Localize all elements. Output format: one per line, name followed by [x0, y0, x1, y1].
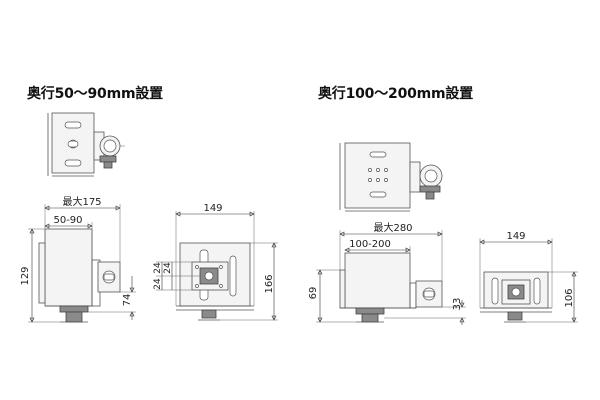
dim-129: 129 [20, 266, 31, 285]
left-side-dimensions [28, 204, 136, 323]
right-section-heading: 奥行100～200mm設置 [318, 86, 474, 102]
dim-149-left: 149 [203, 203, 222, 214]
left-section-heading: 奥行50～90mm設置 [27, 86, 163, 102]
right-top-view [339, 142, 443, 212]
right-side-dimensions [316, 230, 466, 325]
dim-106: 106 [564, 288, 575, 307]
dim-max175: 最大175 [62, 195, 101, 208]
left-front-dimensions [156, 211, 278, 321]
dim-50-90: 50-90 [53, 215, 82, 226]
dim-max280: 最大280 [373, 221, 412, 234]
dim-24-c: 24 [153, 278, 163, 290]
dim-33: 33 [452, 298, 463, 311]
right-front-view [480, 271, 552, 323]
right-front-dimensions [479, 238, 578, 323]
left-side-view [38, 228, 121, 323]
left-top-view [47, 112, 125, 177]
dim-24-b: 24 [163, 262, 173, 274]
dim-69: 69 [308, 287, 319, 300]
right-side-view [339, 252, 443, 323]
dim-74: 74 [122, 294, 133, 307]
dim-166: 166 [264, 274, 275, 293]
dim-149-right: 149 [506, 231, 525, 242]
left-front-view [176, 242, 254, 321]
dim-100-200: 100-200 [349, 239, 391, 250]
dim-24-a: 24 [153, 262, 163, 274]
